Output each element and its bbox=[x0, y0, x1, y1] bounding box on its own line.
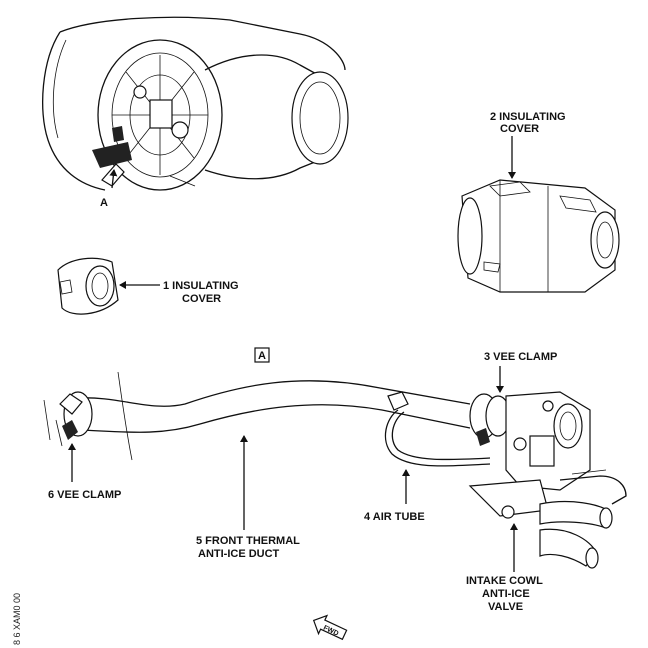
duct-5-label-line2: ANTI-ICE DUCT bbox=[198, 548, 280, 560]
valve-label-line3: VALVE bbox=[488, 601, 523, 613]
cover-1-label-line2: COVER bbox=[182, 293, 221, 305]
detail-a-box: A bbox=[254, 347, 270, 363]
insulating-cover-2: 2 INSULATING COVER bbox=[457, 111, 620, 293]
cover-1-label-line1: 1 INSULATING bbox=[163, 280, 239, 292]
duct-assembly: 6 VEE CLAMP 5 FRONT THERMAL ANTI-ICE DUC… bbox=[43, 351, 627, 613]
vee-clamp-6-label: 6 VEE CLAMP bbox=[48, 489, 121, 501]
vee-clamp-3-label: 3 VEE CLAMP bbox=[484, 351, 557, 363]
detail-a-label: A bbox=[258, 350, 266, 362]
duct-5-label-line1: 5 FRONT THERMAL bbox=[196, 535, 300, 547]
valve-label-line1: INTAKE COWL bbox=[466, 575, 543, 587]
cover-2-label-line2: COVER bbox=[500, 123, 539, 135]
engine-cutaway-view: A bbox=[41, 16, 349, 209]
valve-label-line2: ANTI-ICE bbox=[482, 588, 530, 600]
insulating-cover-1: 1 INSULATING COVER bbox=[57, 257, 239, 315]
fwd-arrow: FWD bbox=[312, 614, 348, 641]
figure-code: 8 6 XAM0 00 bbox=[12, 593, 22, 645]
view-a-label: A bbox=[100, 197, 108, 209]
cover-2-label-line1: 2 INSULATING bbox=[490, 111, 566, 123]
air-tube-4-label: 4 AIR TUBE bbox=[364, 511, 425, 523]
